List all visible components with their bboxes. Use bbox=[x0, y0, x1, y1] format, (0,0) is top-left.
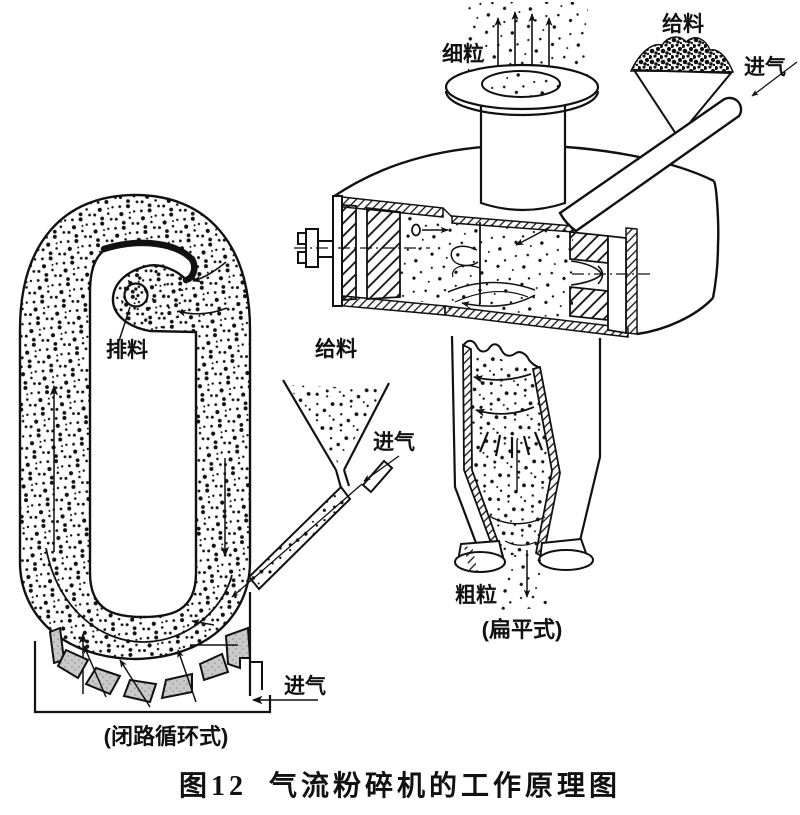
jet-nozzle-dot bbox=[411, 223, 421, 237]
air-inlet-arrow-right bbox=[751, 61, 798, 97]
foot-hatch bbox=[464, 546, 478, 573]
flat-mill-type-label: (扁平式) bbox=[482, 617, 563, 642]
shell-inner-band bbox=[607, 234, 627, 335]
loop-feed-label: 给料 bbox=[315, 337, 357, 361]
spiral-chamber-stipple bbox=[121, 263, 189, 331]
coarse-particles-label: 粗粒 bbox=[455, 583, 497, 607]
support-feet bbox=[454, 537, 594, 573]
outlet-pipe bbox=[479, 98, 567, 212]
end-cap bbox=[332, 195, 343, 307]
grinding-chamber-section bbox=[294, 195, 650, 338]
outlet-flange bbox=[444, 63, 600, 117]
discharge-outlet bbox=[123, 282, 149, 308]
hopper-cut-top bbox=[462, 339, 541, 369]
loop-feed-assembly: 给料 进气 bbox=[231, 337, 415, 598]
figure-caption-number: 图12 bbox=[179, 771, 247, 802]
discharge-label: 排料 bbox=[106, 338, 148, 362]
chute-flow-arrow bbox=[231, 483, 363, 598]
loop-feed-air-label: 进气 bbox=[373, 430, 415, 454]
feed-air-pipe bbox=[361, 459, 394, 494]
loop-mill-type-label: (闭路循环式) bbox=[104, 724, 229, 749]
flat-feed-label: 给料 bbox=[662, 12, 704, 36]
nozzle-jets bbox=[83, 619, 238, 708]
flat-air-inlet-label: 进气 bbox=[744, 55, 786, 79]
feed-funnel bbox=[282, 379, 390, 489]
guide-vane bbox=[45, 547, 233, 643]
vortex-flow bbox=[447, 226, 551, 308]
figure-caption: 图12 气流粉碎机的工作原理图 bbox=[179, 769, 621, 802]
collector-hopper bbox=[462, 339, 561, 561]
bottom-air-inlet-label: 进气 bbox=[284, 674, 326, 698]
classifier-spiral bbox=[100, 239, 228, 331]
funnel-stipple bbox=[288, 385, 384, 465]
air-manifold bbox=[33, 592, 272, 714]
spiral-flow-arrow bbox=[192, 261, 227, 283]
fine-particles-label: 细粒 bbox=[442, 42, 484, 66]
hopper-flow bbox=[473, 373, 546, 546]
feed-air-arrow bbox=[363, 455, 400, 482]
chamber-stipple bbox=[400, 214, 573, 318]
spiral-flow-arrow bbox=[177, 307, 228, 317]
feed-heap bbox=[629, 36, 735, 73]
feed-tube bbox=[558, 96, 743, 233]
nozzle-ring bbox=[48, 626, 252, 704]
figure-caption-title: 气流粉碎机的工作原理图 bbox=[268, 769, 621, 802]
discharge-leader bbox=[118, 306, 131, 342]
closed-loop-mill: 排料 进气 (闭路循环式) bbox=[18, 193, 326, 749]
collector-shell bbox=[450, 335, 602, 552]
flange-bore bbox=[481, 70, 561, 98]
flat-mill: 细粒 给料 进气 粗粒 (扁平式) bbox=[294, 2, 798, 642]
coarse-stream bbox=[498, 547, 548, 610]
feed-cone bbox=[629, 36, 735, 139]
